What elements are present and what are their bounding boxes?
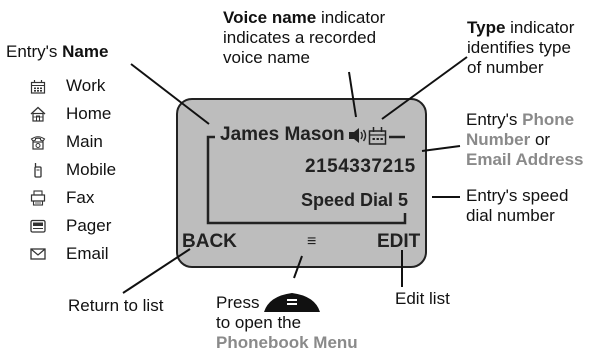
leader-name	[130, 63, 210, 125]
building-icon	[30, 80, 46, 94]
leader-phone	[421, 145, 461, 152]
type-label: Mobile	[66, 160, 117, 179]
back-softkey[interactable]: BACK	[182, 231, 237, 252]
type-item-pager: Pager	[30, 216, 150, 238]
leader-voice	[348, 71, 357, 118]
voice-tag-icon	[349, 128, 367, 143]
type-label: Work	[66, 76, 106, 95]
entry-name-display: James Mason	[220, 124, 345, 145]
edit-list-callout: Edit list	[395, 289, 450, 308]
type-item-home: Home	[30, 104, 150, 126]
type-callout: Type indicator identifies type of number	[467, 18, 575, 77]
type-label: Pager	[66, 216, 112, 235]
type-label: Home	[66, 104, 112, 123]
speed-dial-callout: Entry's speed dial number	[466, 186, 569, 225]
press-callout: Press to open the Phonebook Menu	[216, 293, 358, 352]
phone-display: James Mason 2154337215 Speed Dial 5 BACK…	[176, 98, 427, 268]
type-item-email: Email	[30, 244, 150, 266]
leader-menu-key	[293, 255, 303, 279]
speed-dial-display: Speed Dial 5	[301, 190, 409, 210]
entry-name-callout: Entry's Name	[6, 42, 109, 61]
menu-key-glyph-icon	[264, 293, 320, 312]
type-label: Fax	[66, 188, 95, 207]
type-item-work: Work	[30, 76, 150, 98]
edit-softkey[interactable]: EDIT	[377, 231, 421, 252]
menu-key-icon[interactable]: ≡	[307, 233, 317, 250]
leader-back	[122, 248, 191, 294]
type-label: Main	[66, 132, 103, 151]
phone-callout: Entry's Phone Number or Email Address	[466, 110, 584, 169]
leader-type	[381, 56, 468, 120]
return-to-list-callout: Return to list	[68, 296, 164, 315]
display-frame	[206, 135, 407, 225]
type-item-fax: Fax	[30, 188, 150, 210]
type-indicator-icon	[368, 127, 387, 145]
type-item-main: Main	[30, 132, 150, 154]
voice-name-callout: Voice name indicator indicates a recorde…	[223, 8, 386, 67]
desk-phone-icon	[30, 136, 46, 150]
pager-icon	[30, 219, 46, 233]
house-icon	[30, 106, 46, 122]
fax-icon	[30, 190, 46, 206]
type-item-mobile: Mobile	[30, 160, 150, 182]
type-label: Email	[66, 244, 109, 263]
envelope-icon	[30, 248, 46, 260]
phone-number-display: 2154337215	[305, 156, 416, 177]
mobile-phone-icon	[34, 163, 42, 178]
